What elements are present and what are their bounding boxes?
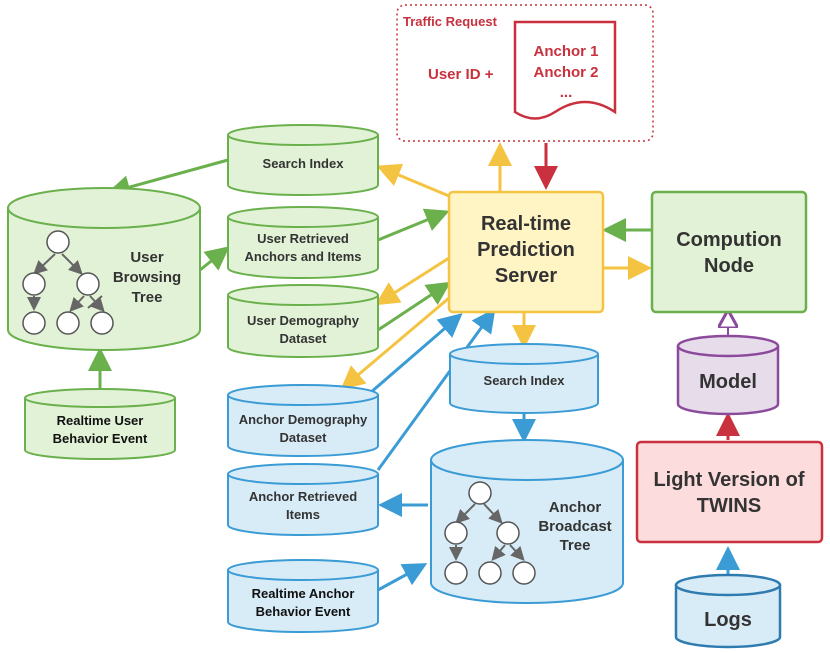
arrow-anchor-demography-to-server xyxy=(369,313,463,395)
compute-label-2: Node xyxy=(704,255,754,277)
anchor-tree-graph xyxy=(444,481,536,585)
twins-label-1: Light Version of xyxy=(653,469,804,491)
anchor-1-label: Anchor 1 xyxy=(533,43,598,60)
user-tree-label-3: Tree xyxy=(132,289,163,306)
anchor-document-icon xyxy=(513,20,617,120)
tree-node xyxy=(478,561,502,585)
anchor-tree-label-2: Broadcast xyxy=(538,518,611,535)
arrow-server-to-anchor-demography xyxy=(340,296,450,390)
model-cylinder: Model xyxy=(676,334,780,416)
traffic-request-title: Traffic Request xyxy=(403,14,498,29)
user-event-label-1: Realtime User xyxy=(57,413,144,428)
user-demography-label-1: User Demography xyxy=(247,313,360,328)
compute-node-box: Compution Node xyxy=(650,190,808,314)
tree-node xyxy=(512,561,536,585)
user-retrieved-label-1: User Retrieved xyxy=(257,231,349,246)
arrow-server-to-search-index xyxy=(376,163,450,198)
tree-node xyxy=(444,561,468,585)
anchor-demography-label-2: Dataset xyxy=(280,430,328,445)
tree-node xyxy=(56,311,80,335)
server-label-1: Real-time xyxy=(481,213,571,235)
anchor-event-label-1: Realtime Anchor xyxy=(252,586,355,601)
compute-label-1: Compution xyxy=(676,229,782,251)
arrow-anchor-retrieved-to-server xyxy=(376,308,496,471)
logs-cylinder: Logs xyxy=(674,573,782,649)
realtime-anchor-event-cylinder: Realtime Anchor Behavior Event xyxy=(227,559,379,633)
server-label-3: Server xyxy=(495,265,557,287)
logs-label: Logs xyxy=(704,609,752,631)
user-retrieved-label-2: Anchors and Items xyxy=(244,249,361,264)
tree-node xyxy=(444,521,468,545)
anchor-demography-label-1: Anchor Demography xyxy=(239,412,368,427)
prediction-server-box: Real-time Prediction Server xyxy=(447,190,605,314)
anchor-search-index-cylinder: Search Index xyxy=(449,343,599,414)
twins-label-2: TWINS xyxy=(697,495,761,517)
user-tree-label-1: User xyxy=(130,249,164,266)
tree-node xyxy=(22,311,46,335)
anchor-demography-cylinder: Anchor Demography Dataset xyxy=(227,384,379,457)
anchor-tree-label-1: Anchor xyxy=(549,499,602,516)
user-browsing-tree-cylinder: User Browsing Tree xyxy=(7,187,201,351)
tree-node xyxy=(90,311,114,335)
user-event-label-2: Behavior Event xyxy=(53,431,148,446)
arrow-user-demography-to-server xyxy=(377,281,452,332)
user-tree-graph xyxy=(22,230,114,335)
tree-node xyxy=(468,481,492,505)
tree-node xyxy=(496,521,520,545)
anchor-retrieved-cylinder: Anchor Retrieved Items xyxy=(227,463,379,536)
user-id-label: User ID + xyxy=(428,66,494,83)
ellipsis-label: ... xyxy=(560,84,573,101)
search-index-label: Search Index xyxy=(263,156,345,171)
anchor-search-index-label: Search Index xyxy=(484,373,566,388)
twins-box: Light Version of TWINS xyxy=(635,440,824,544)
realtime-user-event-cylinder: Realtime User Behavior Event xyxy=(24,388,176,460)
arrow-anchor-event-to-tree xyxy=(377,563,428,592)
anchor-retrieved-label-2: Items xyxy=(286,507,320,522)
search-index-cylinder: Search Index xyxy=(227,124,379,196)
anchor-2-label: Anchor 2 xyxy=(533,64,598,81)
arrow-user-tree-to-retrieved xyxy=(199,246,230,272)
tree-node xyxy=(76,272,100,296)
anchor-broadcast-tree-cylinder: Anchor Broadcast Tree xyxy=(430,439,624,604)
user-retrieved-cylinder: User Retrieved Anchors and Items xyxy=(227,206,379,279)
arrow-server-to-user-demography xyxy=(374,256,450,306)
anchor-retrieved-label-1: Anchor Retrieved xyxy=(249,489,357,504)
user-tree-label-2: Browsing xyxy=(113,269,181,286)
tree-node xyxy=(46,230,70,254)
server-label-2: Prediction xyxy=(477,239,575,261)
user-demography-cylinder: User Demography Dataset xyxy=(227,284,379,358)
anchor-tree-label-3: Tree xyxy=(560,537,591,554)
user-demography-label-2: Dataset xyxy=(280,331,328,346)
anchor-event-label-2: Behavior Event xyxy=(256,604,351,619)
arrow-search-index-to-user-tree xyxy=(106,158,229,199)
tree-node xyxy=(22,272,46,296)
traffic-request-box: Traffic Request User ID + Anchor 1 Ancho… xyxy=(396,4,654,142)
model-label: Model xyxy=(699,371,757,393)
arrow-retrieved-to-server xyxy=(377,208,450,242)
